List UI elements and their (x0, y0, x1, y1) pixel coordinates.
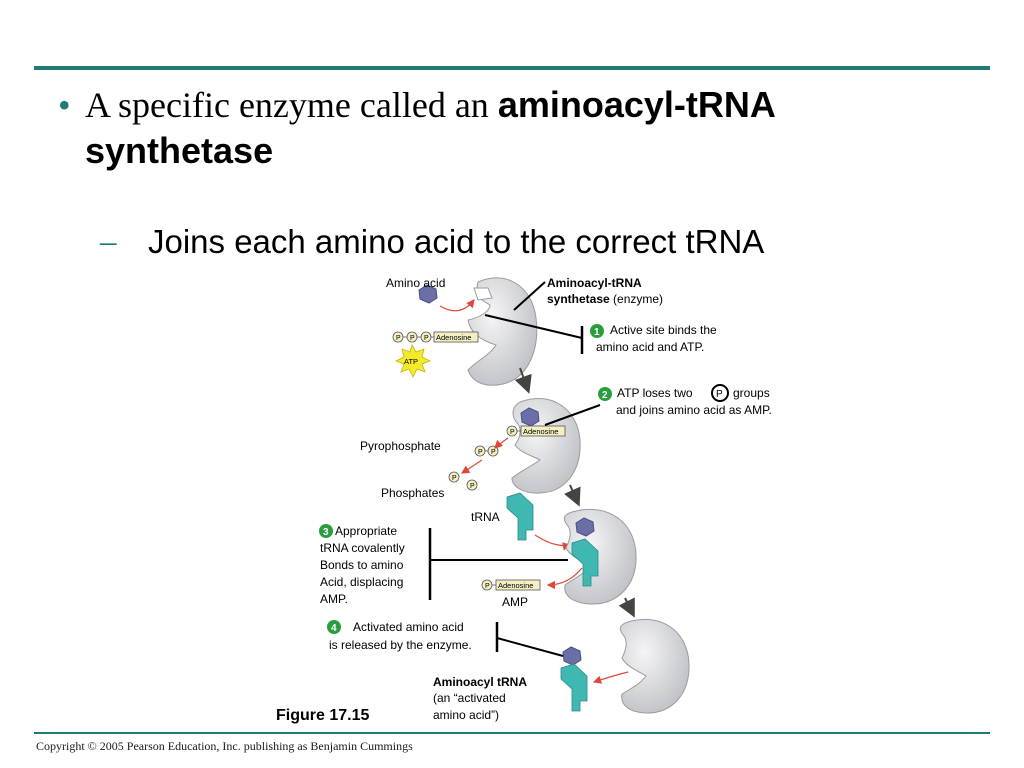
atp-molecule: P P P Adenosine (392, 331, 479, 343)
top-rule (34, 66, 990, 70)
atp-label: ATP (404, 357, 418, 366)
step3-line2: tRNA covalently (320, 541, 405, 555)
trna-shape (506, 492, 534, 541)
bottom-rule (34, 732, 990, 734)
activated-line2: amino acid”) (433, 708, 499, 722)
flow-arrow-1 (514, 367, 532, 394)
step2-line2: and joins amino acid as AMP. (616, 403, 772, 417)
step3-line5: AMP. (320, 592, 348, 606)
enzyme-shape-4 (619, 618, 690, 714)
step1-badge (590, 324, 604, 338)
bullet-text: A specific enzyme called an aminoacyl-tR… (85, 82, 945, 174)
amino-acid-hexagon-4 (562, 646, 582, 666)
bullet-marker: • (58, 85, 71, 125)
amp-release-arrow (546, 567, 583, 590)
step4-badge (327, 620, 341, 634)
amino-acid-hexagon-3 (575, 517, 595, 537)
svg-text:P: P (424, 335, 429, 342)
amp-molecule: P Adenosine (481, 579, 541, 591)
amino-acid-label: Amino acid (386, 276, 445, 290)
phosphates-molecules: P P (448, 471, 478, 491)
pyrophosphate-molecule: P P (474, 445, 499, 457)
active-site-pocket (473, 287, 493, 301)
figure-label: Figure 17.15 (276, 707, 370, 724)
step1-line2: amino acid and ATP. (596, 340, 704, 354)
activated-line1: (an “activated (433, 691, 506, 705)
enzyme-name: Aminoacyl-tRNA (547, 276, 642, 290)
arrow-amino-to-site (439, 299, 475, 312)
amino-acid-hexagon (418, 284, 438, 304)
trna-to-enzyme-arrow (534, 534, 572, 551)
pyrophosphate-release-arrow (494, 437, 509, 449)
svg-text:P: P (452, 475, 457, 482)
step2-line1a: ATP loses two (617, 386, 693, 400)
hydrolysis-arrow (460, 459, 483, 474)
trna-bound-shape (571, 538, 599, 587)
step4-callout-line (496, 637, 564, 657)
phosphates-label: Phosphates (381, 486, 444, 500)
enzyme-name-line2: synthetase (enzyme) (547, 292, 663, 306)
bullet-term: aminoacyl-tRNA synthetase (85, 84, 775, 171)
step2-callout-line (544, 404, 601, 426)
step3-line3: Bonds to amino (320, 558, 404, 572)
svg-text:Adenosine: Adenosine (523, 427, 558, 436)
trna-release-arrow (592, 671, 629, 684)
step3-badge (319, 524, 333, 538)
enzyme-callout-line (513, 281, 546, 311)
step2-line1b: groups (733, 386, 770, 400)
step3-line4: Acid, displacing (320, 575, 403, 589)
step2-badge (598, 387, 612, 401)
amino-acid-hexagon-2 (520, 407, 540, 427)
sub-bullet-marker: – (100, 224, 117, 260)
trna-label: tRNA (471, 510, 500, 524)
flow-arrow-2 (564, 484, 581, 507)
step2-number: 2 (602, 390, 608, 401)
sub-bullet-text: Joins each amino acid to the correct tRN… (148, 223, 765, 260)
svg-text:Adenosine: Adenosine (498, 581, 533, 590)
svg-text:P: P (470, 483, 475, 490)
bullet-prefix: A specific enzyme called an (85, 85, 498, 125)
step1-number: 1 (594, 327, 600, 338)
svg-text:Adenosine: Adenosine (436, 333, 471, 342)
flow-arrow-3 (618, 597, 635, 618)
svg-text:P: P (485, 583, 490, 590)
step2-p-circle (711, 384, 729, 402)
step2-p-label: P (716, 389, 723, 400)
aminoacyl-trna-shape (560, 663, 588, 712)
step4-line1: Activated amino acid (353, 620, 464, 634)
aminoacyl-amp: P Adenosine (506, 425, 566, 437)
step3-number: 3 (323, 527, 329, 538)
svg-text:P: P (410, 335, 415, 342)
aminoacyl-trna-label: Aminoacyl tRNA (433, 675, 527, 689)
step1-line1: Active site binds the (610, 323, 717, 337)
copyright-footer: Copyright © 2005 Pearson Education, Inc.… (36, 739, 413, 753)
svg-text:P: P (396, 335, 401, 342)
step4-number: 4 (331, 623, 337, 634)
step1-callout-line (484, 314, 583, 339)
svg-text:P: P (491, 449, 496, 456)
step3-line1: Appropriate (335, 524, 397, 538)
step4-line2: is released by the enzyme. (329, 638, 472, 652)
atp-burst (395, 343, 431, 378)
svg-text:P: P (478, 449, 483, 456)
svg-text:P: P (510, 429, 515, 436)
pyrophosphate-label: Pyrophosphate (360, 439, 441, 453)
amp-label: AMP (502, 595, 528, 609)
